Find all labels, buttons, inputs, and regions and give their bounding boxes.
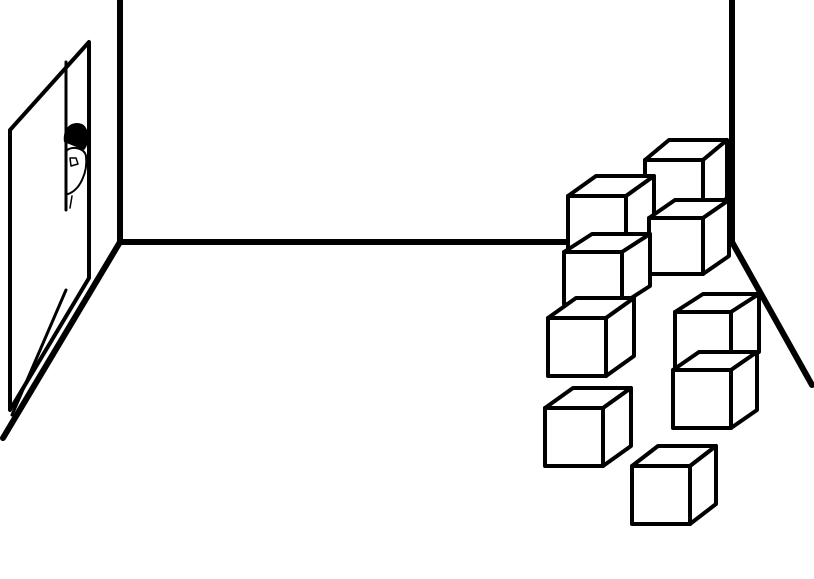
box-front-center: [630, 444, 718, 526]
box-right-stack-bottom: [671, 350, 759, 430]
box-front-face: [647, 216, 705, 276]
peeking-face: [65, 146, 88, 195]
door-swing-line: [10, 288, 68, 417]
person-peeking-icon: [63, 122, 89, 150]
box-front-face: [671, 368, 733, 430]
box-front-face: [630, 464, 692, 526]
peeking-eye: [69, 157, 79, 167]
box-left-stack-bottom: [562, 232, 652, 306]
box-front-face: [546, 316, 608, 378]
box-front-left: [543, 386, 633, 468]
left-floor-corner-line: [0, 239, 123, 441]
door-frame: [8, 40, 91, 412]
box-pile: [543, 138, 761, 526]
box-back-stack-bottom: [647, 198, 731, 276]
peeking-arm: [69, 195, 73, 209]
box-middle-left: [546, 296, 636, 378]
peeking-figure: [63, 122, 89, 209]
box-front-face: [543, 406, 605, 468]
right-floor-corner-line: [729, 239, 814, 388]
